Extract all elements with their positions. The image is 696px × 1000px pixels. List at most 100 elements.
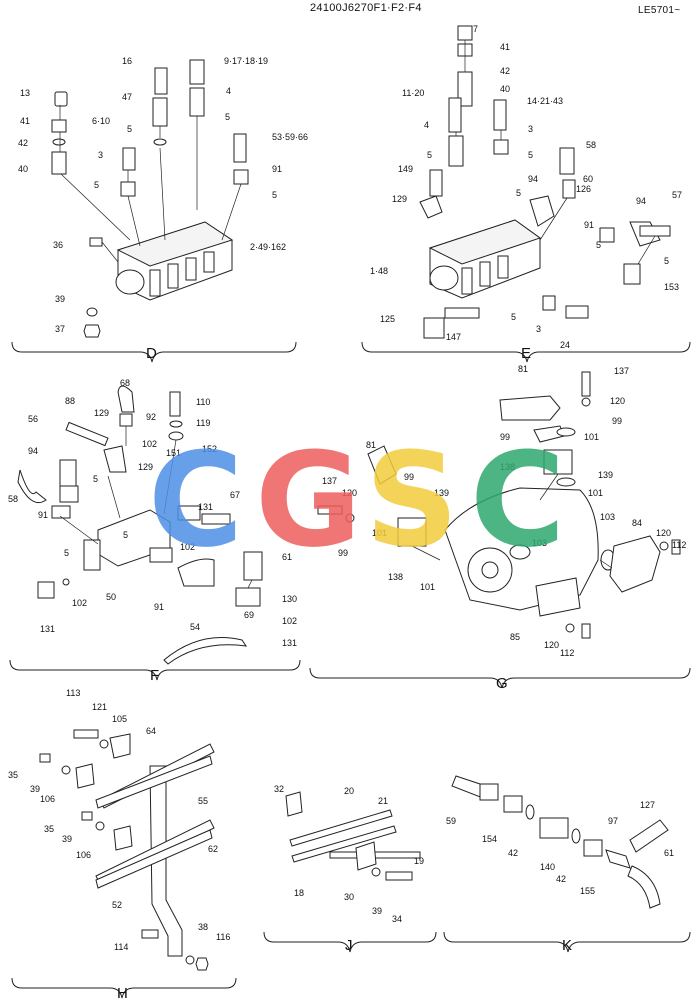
- part-label: 102: [142, 439, 157, 449]
- part-label: 42: [500, 66, 510, 76]
- hose-54-f: [177, 558, 215, 587]
- part-label: 139: [434, 488, 449, 498]
- part-label: 60: [583, 174, 593, 184]
- washer-39-h: [61, 765, 71, 775]
- part-label: 88: [65, 396, 75, 406]
- clamp-106-h: [75, 763, 95, 789]
- washer-120b-g: [581, 397, 591, 407]
- part-label: 105: [112, 714, 127, 724]
- part-label: 61: [282, 552, 292, 562]
- part-label: 34: [392, 914, 402, 924]
- part-label: 3: [536, 324, 541, 334]
- fitting-3b-e: [542, 295, 556, 311]
- part-label: 131: [40, 624, 55, 634]
- hose-127-k: [629, 819, 669, 853]
- nut-116-h: [195, 957, 209, 971]
- watermark-letter: C: [470, 424, 565, 576]
- washer-120-g: [345, 513, 355, 523]
- part-label: 84: [632, 518, 642, 528]
- part-label: 21: [378, 796, 388, 806]
- hose-69-f: [163, 637, 248, 665]
- part-label: 58: [586, 140, 596, 150]
- part-label: 11·20: [402, 88, 424, 98]
- part-label: 2·49·162: [250, 242, 286, 252]
- section-title-e: E: [521, 345, 531, 362]
- part-label: 7: [473, 24, 478, 34]
- part-label: 39: [372, 906, 382, 916]
- section-k: K 59 154 42 140 42 155 97 127 61: [443, 775, 691, 954]
- adapter-84-g: [609, 535, 661, 593]
- part-label: 39: [55, 294, 65, 304]
- section-h: H 113 121 105 64 35 39 106 55 35 39 106 …: [8, 688, 237, 1000]
- part-label: 13: [20, 88, 30, 98]
- part-label: 59: [446, 816, 456, 826]
- fitting-147-e: [444, 307, 480, 319]
- part-label: 149: [398, 164, 413, 174]
- bolt-110-f: [169, 391, 181, 417]
- part-label: 101: [372, 528, 387, 538]
- fitting-14-e: [493, 99, 507, 131]
- part-label: 101: [420, 582, 435, 592]
- part-label: 42: [508, 848, 518, 858]
- part-label: 147: [446, 332, 461, 342]
- labels-g: 81 137 120 99 99 101 138 139 101 81 137 …: [322, 364, 686, 658]
- part-label: 91: [154, 602, 164, 612]
- part-label: 103: [532, 538, 547, 548]
- section-title-h: H: [117, 985, 128, 1000]
- fitting-40-d: [51, 151, 67, 175]
- hose-68-f: [117, 385, 135, 413]
- part-label: 5: [511, 312, 516, 322]
- part-label: 47: [122, 92, 132, 102]
- leader-lines-f: [59, 426, 253, 589]
- adapter-85-g: [535, 577, 581, 617]
- part-label: 99: [404, 472, 414, 482]
- fitting-4-d: [189, 87, 205, 117]
- bolt-114-h: [141, 929, 159, 939]
- section-title-f: F: [150, 667, 159, 684]
- part-label: 35: [8, 770, 18, 780]
- valve-spool-2-e: [479, 261, 491, 287]
- part-label: 5: [516, 188, 521, 198]
- part-label: 120: [656, 528, 671, 538]
- labels-h: 113 121 105 64 35 39 106 55 35 39 106 62…: [8, 688, 230, 952]
- part-label: 52: [112, 900, 122, 910]
- part-label: 62: [208, 844, 218, 854]
- fitting-154-k: [503, 795, 523, 813]
- part-label: 40: [18, 164, 28, 174]
- fitting-13-d: [54, 91, 68, 107]
- washer-120c-g: [659, 541, 669, 551]
- o-ring-42b-k: [571, 828, 581, 844]
- document-code: 24100J6270F1·F2·F4: [310, 2, 422, 14]
- part-label: 57: [672, 190, 682, 200]
- part-label: 4: [424, 120, 429, 130]
- fitting-149-e: [429, 169, 443, 197]
- bolt-137b-g: [581, 371, 591, 397]
- part-label: 129: [94, 408, 109, 418]
- hose-24-e: [565, 305, 589, 319]
- plug-102-f: [62, 578, 70, 586]
- part-label: 81: [518, 364, 528, 374]
- part-label: 39: [62, 834, 72, 844]
- part-label: 151: [166, 448, 181, 458]
- section-brace-h: [11, 977, 237, 999]
- fitting-7-e: [457, 25, 473, 41]
- section-brace-g: [309, 667, 691, 689]
- part-label: 102: [180, 542, 195, 552]
- pipe-88-f: [65, 421, 109, 447]
- clamp-106b-h: [113, 825, 133, 851]
- elbow-129-e: [419, 195, 443, 219]
- section-brace-j: [263, 931, 437, 953]
- part-label: 41: [20, 116, 30, 126]
- part-label: 121: [92, 702, 107, 712]
- part-label: 112: [560, 648, 574, 658]
- flange-138b-g: [397, 517, 427, 547]
- part-label: 131: [282, 638, 297, 648]
- part-label: 101: [588, 488, 603, 498]
- part-label: 138: [388, 572, 403, 582]
- rod-18-j: [291, 825, 397, 863]
- bolt-112-g: [671, 539, 681, 555]
- fitting-153-e: [623, 263, 641, 285]
- section-g: G 81 137 120 99 99 101 138 139 101 81 13…: [309, 364, 691, 692]
